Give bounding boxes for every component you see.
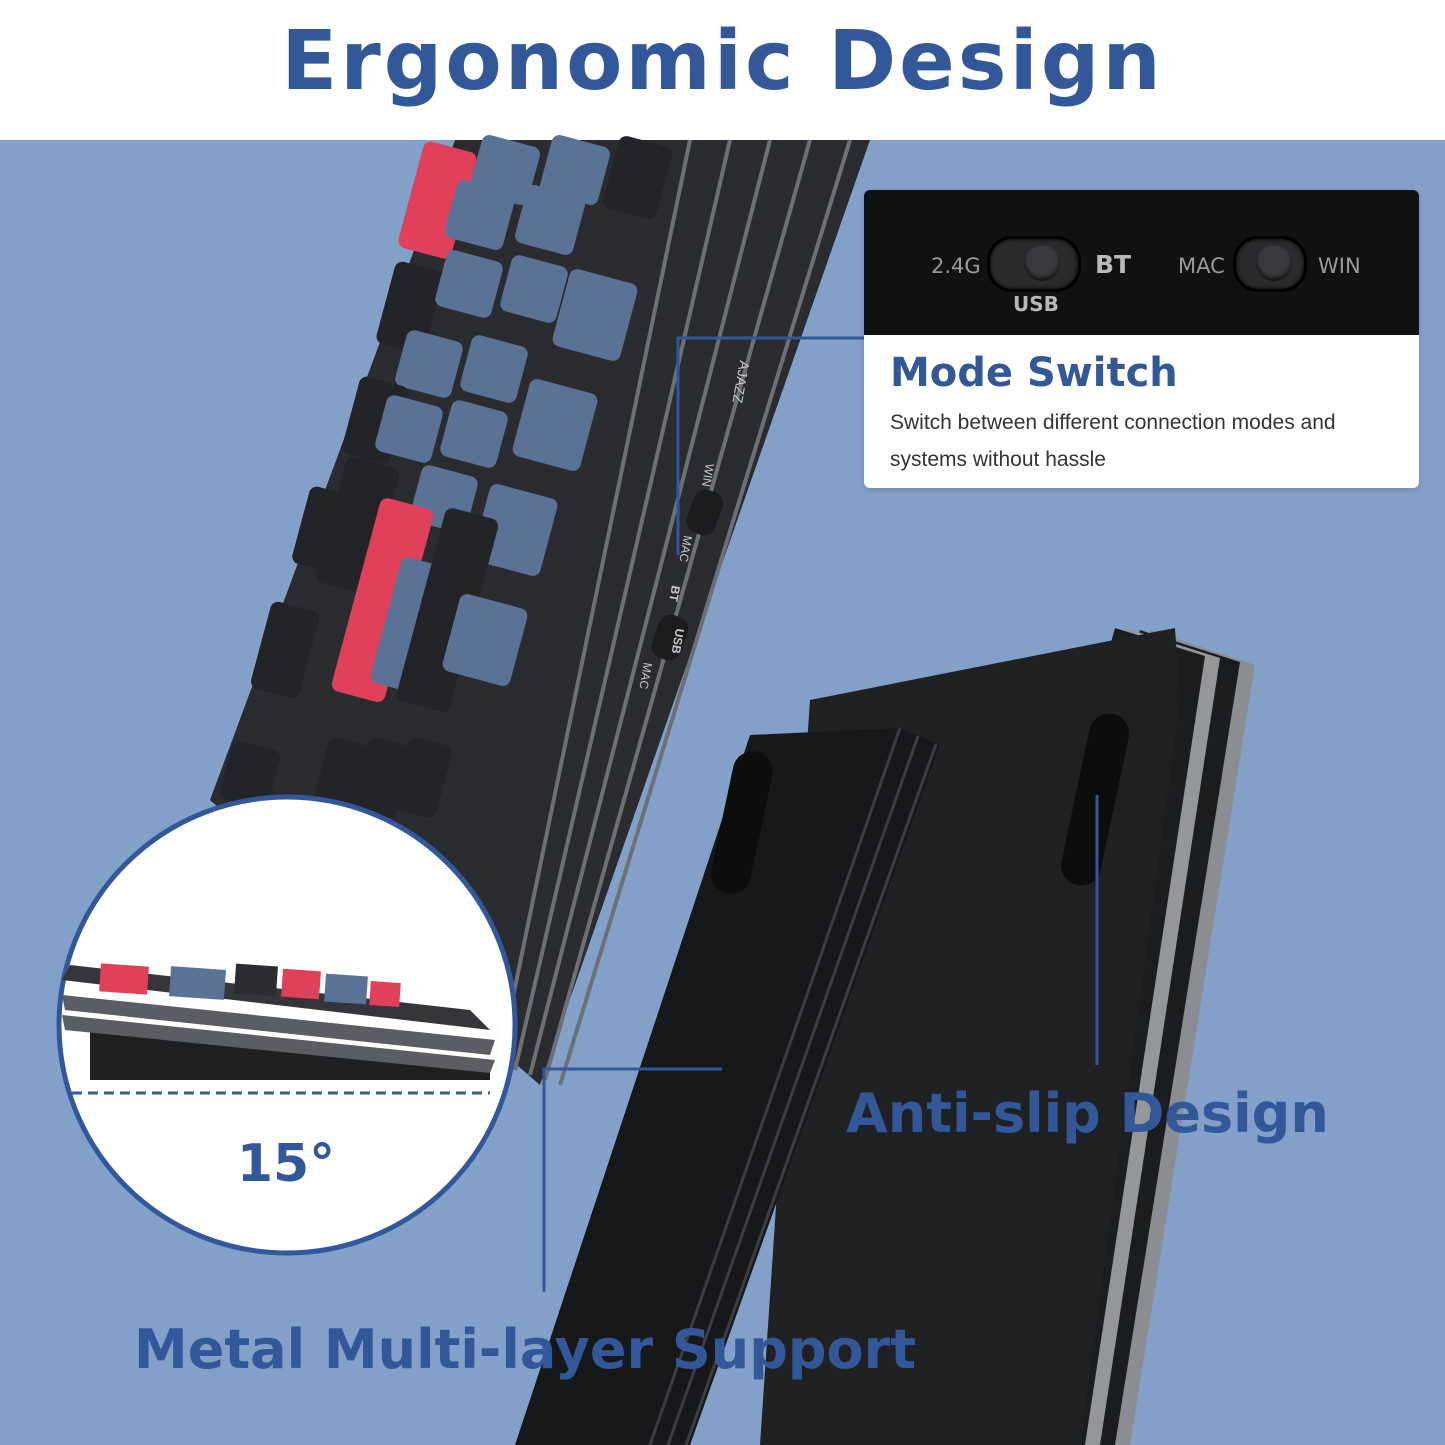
switch-label-2-4g: 2.4G <box>931 254 981 278</box>
system-switch-knob <box>1256 245 1292 281</box>
mode-switch-heading: Mode Switch <box>890 350 1178 396</box>
mode-switch-callout: 2.4G BT USB MAC WIN Mode Switch Switch b… <box>864 190 1419 488</box>
system-mode-switch[interactable] <box>1233 236 1307 292</box>
header-band: Ergonomic Design <box>0 0 1445 140</box>
side-label-mac: MAC <box>676 534 694 563</box>
metal-layers <box>498 139 852 1086</box>
anti-slip-foot-right <box>1061 713 1130 886</box>
side-switches: AJAZZ WIN MAC BT USB MAC <box>636 359 752 690</box>
side-label-usb: USB <box>669 627 687 655</box>
side-label-win: WIN <box>699 462 717 487</box>
anti-slip-label: Anti-slip Design <box>846 1082 1329 1145</box>
metal-support-label: Metal Multi-layer Support <box>134 1318 917 1381</box>
mode-switch-description: Switch between different connection mode… <box>890 411 1336 471</box>
switch-label-bt: BT <box>1095 250 1132 279</box>
connection-mode-switch[interactable] <box>987 236 1081 292</box>
switch-label-win: WIN <box>1318 254 1361 278</box>
mode-switch-closeup: 2.4G BT USB MAC WIN <box>864 190 1419 335</box>
side-label-mac2: MAC <box>636 661 654 690</box>
bottom-plate <box>515 628 1255 1445</box>
connection-switch-knob <box>1024 245 1060 281</box>
anti-slip-foot-left <box>710 751 773 894</box>
switch-label-mac: MAC <box>1178 254 1225 278</box>
tilt-magnifier <box>56 794 518 1256</box>
side-label-bt: BT <box>666 584 683 603</box>
switch-label-usb: USB <box>1013 292 1059 316</box>
page-title: Ergonomic Design <box>281 14 1164 109</box>
side-brand-label: AJAZZ <box>730 359 753 404</box>
tilt-angle-label: 15° <box>236 1134 336 1194</box>
callout-lines <box>542 336 1099 1292</box>
keycaps <box>219 135 673 818</box>
